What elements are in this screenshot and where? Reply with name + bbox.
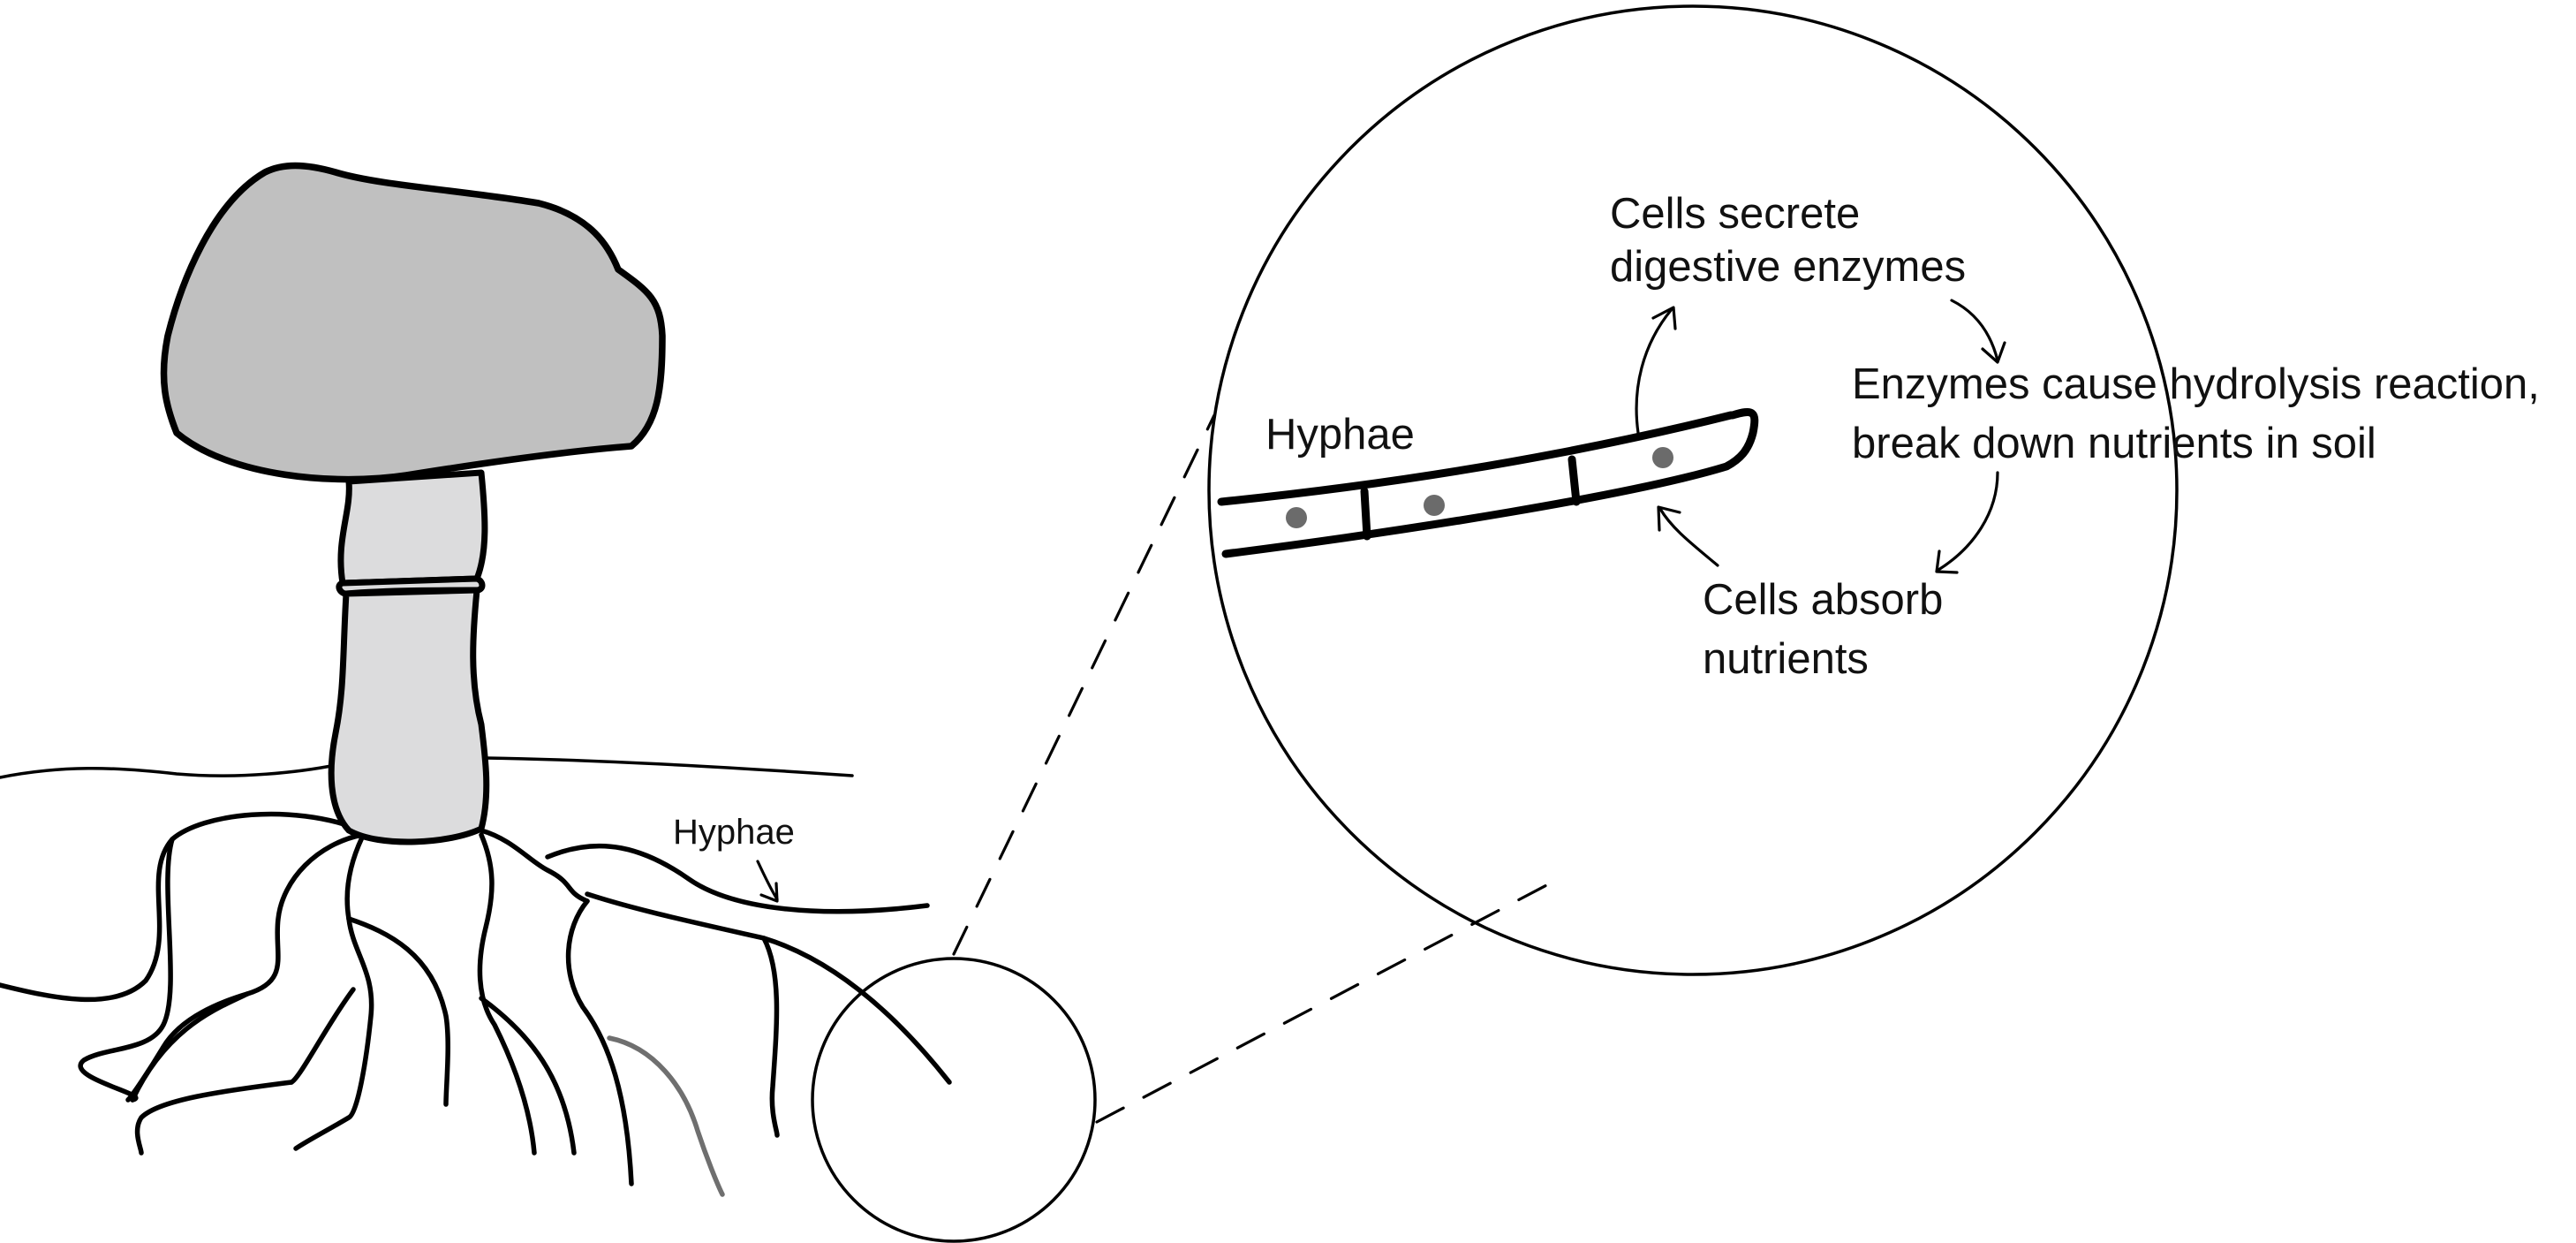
magnified-view-circle — [1207, 4, 2179, 976]
hydrolysis-arrow — [1950, 299, 2006, 364]
enzymes-label-line1: Enzymes cause hydrolysis reaction, — [1852, 360, 2540, 408]
nucleus — [1424, 495, 1445, 516]
enzymes-label-line2: break down nutrients in soil — [1852, 420, 2376, 467]
absorb-label-line1: Cells absorb — [1703, 576, 1943, 624]
soil-surface — [0, 756, 854, 779]
hyphae-network — [0, 811, 952, 1197]
absorb-arrow-to-label — [1935, 471, 1999, 574]
magnified-hyphae-label: Hyphae — [1265, 411, 1415, 459]
secrete-label-line2: digestive enzymes — [1610, 243, 1966, 291]
nucleus — [1652, 447, 1673, 468]
nucleus — [1286, 507, 1307, 528]
mushroom-stalk-lower — [328, 587, 490, 845]
mushroom-stalk-upper — [337, 469, 488, 587]
soil-hyphae-label: Hyphae — [673, 813, 795, 852]
mushroom-cap — [160, 162, 666, 483]
absorb-arrow-to-hypha — [1657, 505, 1719, 567]
zoom-source-circle — [811, 957, 1097, 1243]
mushroom — [160, 162, 666, 845]
secrete-label-line1: Cells secrete — [1610, 190, 1860, 238]
secrete-arrow — [1635, 306, 1677, 435]
absorb-label-line2: nutrients — [1703, 635, 1869, 683]
magnified-hypha-tube — [1217, 408, 1759, 558]
soil-hyphae-pointer-arrow — [756, 860, 779, 903]
cell-nuclei — [1286, 447, 1673, 528]
